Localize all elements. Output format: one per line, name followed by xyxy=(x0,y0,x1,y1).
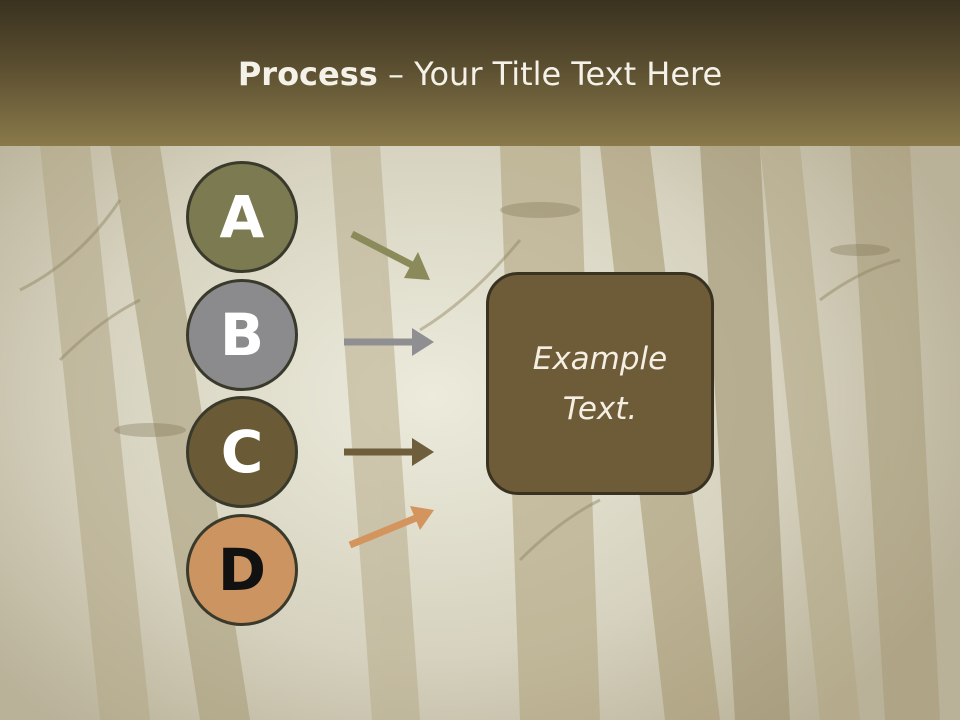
arrow-a xyxy=(350,230,430,280)
arrow-b xyxy=(344,328,434,356)
example-text-line-2: Text. xyxy=(562,390,638,427)
step-b-circle: B xyxy=(186,279,298,391)
step-c-letter: C xyxy=(220,418,264,486)
step-d-letter: D xyxy=(217,536,267,604)
step-c-circle: C xyxy=(186,396,298,508)
step-d-circle: D xyxy=(186,514,298,626)
example-text: Example Text. xyxy=(505,334,695,434)
arrow-d xyxy=(348,506,434,549)
step-a-letter: A xyxy=(219,183,265,251)
step-a-circle: A xyxy=(186,161,298,273)
arrow-c xyxy=(344,438,434,466)
title-bar: Process – Your Title Text Here xyxy=(0,0,960,146)
example-text-line-1: Example xyxy=(532,340,668,377)
title-bold: Process xyxy=(237,55,378,93)
slide-title: Process – Your Title Text Here xyxy=(0,52,960,96)
step-b-letter: B xyxy=(219,301,265,369)
example-text-box[interactable]: Example Text. xyxy=(486,272,714,495)
title-rest: – Your Title Text Here xyxy=(377,55,723,93)
